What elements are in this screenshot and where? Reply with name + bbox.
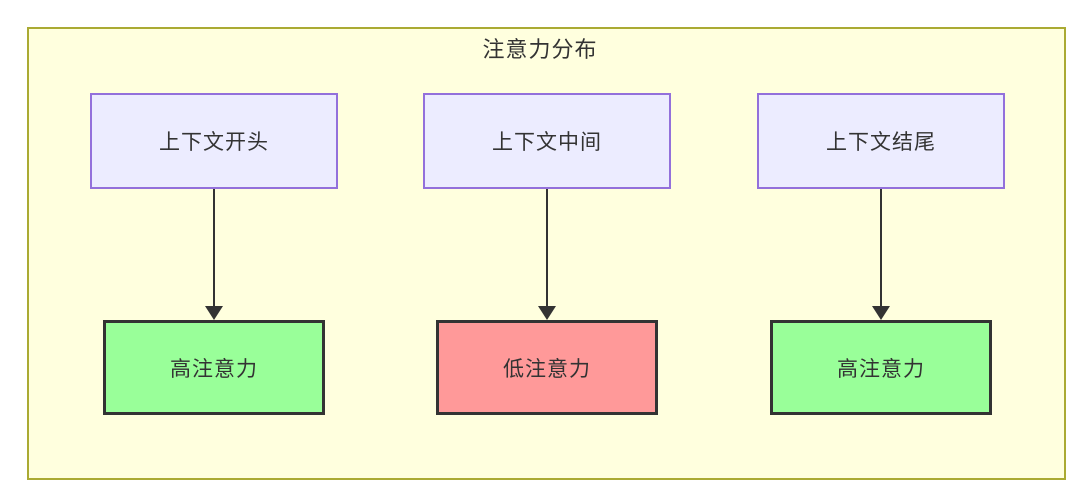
arrow-down [205,189,223,320]
context-middle-node: 上下文中间 [423,93,671,189]
attention-low-node: 低注意力 [436,320,658,415]
attention-high-node: 高注意力 [770,320,992,415]
context-end-node: 上下文结尾 [757,93,1005,189]
arrow-down [538,189,556,320]
context-start-node: 上下文开头 [90,93,338,189]
arrow-line [546,189,548,306]
arrow-line [213,189,215,306]
arrow-line [880,189,882,306]
context-middle-node-label: 上下文中间 [492,130,602,154]
flow-column-context-start: 上下文开头 高注意力 [90,93,338,415]
flow-column-context-end: 上下文结尾 高注意力 [757,93,1005,415]
arrow-head-icon [205,306,223,320]
arrow-down [872,189,890,320]
flow-column-context-middle: 上下文中间 低注意力 [423,93,671,415]
arrow-head-icon [872,306,890,320]
diagram-title: 注意力分布 [482,38,598,63]
attention-high-node: 高注意力 [103,320,325,415]
context-start-node-label: 上下文开头 [159,130,269,154]
arrow-head-icon [538,306,556,320]
context-end-node-label: 上下文结尾 [826,130,936,154]
attention-high-node-label: 高注意力 [170,356,258,381]
attention-low-node-label: 低注意力 [503,356,591,381]
attention-high-node-label: 高注意力 [837,356,925,381]
